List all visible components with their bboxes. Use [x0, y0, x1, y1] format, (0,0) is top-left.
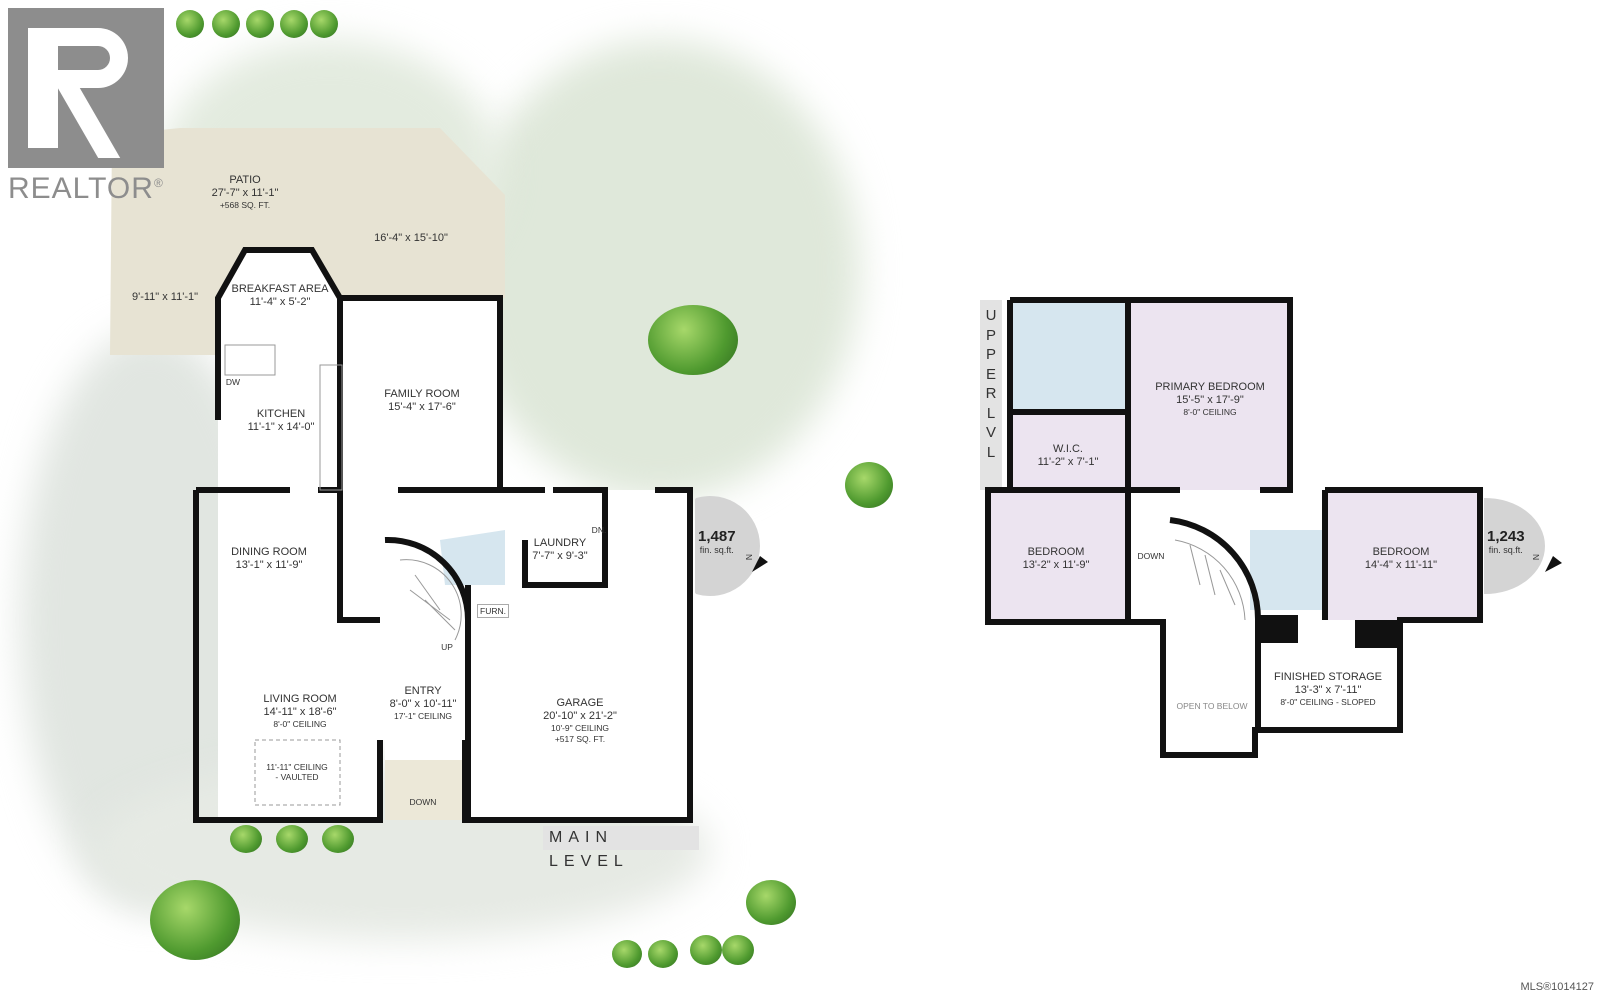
shrub	[176, 10, 204, 38]
shrub	[276, 825, 308, 853]
stairs-up-label: UP	[441, 642, 453, 652]
shrub	[690, 935, 722, 965]
main-floor	[218, 250, 690, 820]
vaulted-ceiling-note: 11'-11" CEILING- VAULTED	[266, 762, 328, 783]
shrub	[310, 10, 338, 38]
shrub	[322, 825, 354, 853]
foliage	[460, 40, 860, 500]
tree	[845, 462, 893, 508]
shrub	[212, 10, 240, 38]
realtor-logo[interactable]: REALTOR®	[8, 8, 180, 206]
shrub	[722, 935, 754, 965]
stairs-down-label: DOWN	[1137, 551, 1165, 561]
shrub	[612, 940, 642, 968]
mls-number: MLS®1014127	[1520, 981, 1594, 993]
registered-mark: ®	[153, 176, 164, 190]
dishwasher-label: DW	[225, 377, 241, 387]
room-wic: W.I.C.11'-2" x 7'-1"	[1037, 443, 1099, 469]
patio-section-dims: 16'-4" x 15'-10"	[374, 232, 448, 244]
main-level-label: MAIN LEVEL	[543, 826, 699, 870]
compass-north-label: N	[744, 554, 755, 561]
tree	[648, 305, 738, 375]
realtor-logo-text: REALTOR	[8, 172, 154, 205]
north-arrow	[752, 556, 768, 572]
shrub	[280, 10, 308, 38]
shrub	[246, 10, 274, 38]
open-to-below-label: OPEN TO BELOW	[1176, 701, 1248, 711]
tree	[746, 880, 796, 925]
furnace-label: FURN.	[477, 604, 509, 619]
shrub	[230, 825, 262, 853]
upper-lvl-tab	[980, 300, 1002, 490]
realtor-logo-mark	[8, 8, 164, 168]
stairs-down-label: DN.	[591, 525, 607, 535]
entry-porch	[385, 760, 465, 820]
tree	[150, 880, 240, 960]
patio-section-dims: 9'-11" x 11'-1"	[131, 291, 199, 303]
porch-down-label: DOWN	[409, 797, 437, 807]
shrub	[648, 940, 678, 968]
compass-north-label: N	[1531, 554, 1542, 561]
patio-area	[110, 128, 505, 355]
powder-room	[440, 530, 505, 585]
upper-level-label: UPPER LVL	[985, 307, 997, 461]
